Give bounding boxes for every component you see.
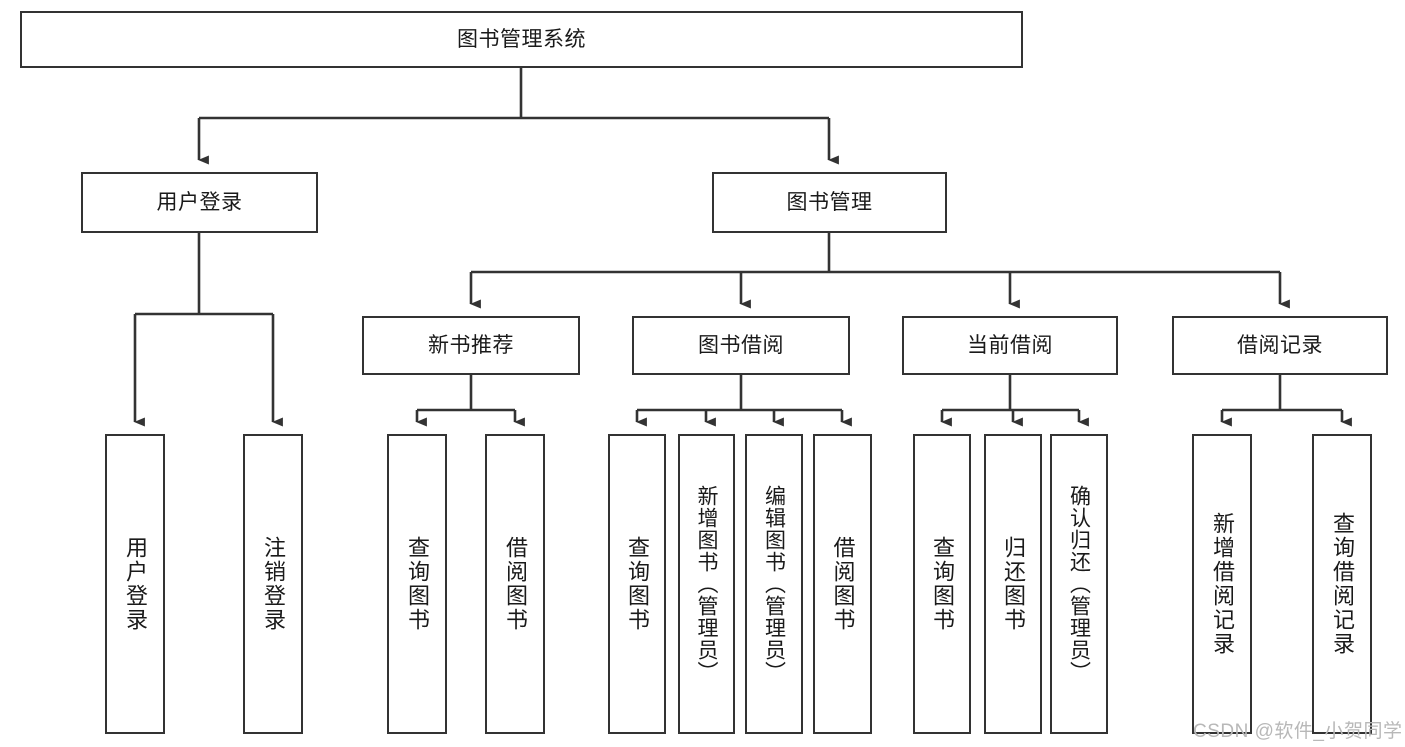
leaf-add-book[interactable]: 新增图书（管理员） [678,434,735,734]
csdn-watermark: CSDN @软件_小贺同学 [1193,721,1403,742]
node-root[interactable]: 图书管理系统 [20,11,1023,68]
leaf-return-book-label: 归还图书 [1001,536,1026,632]
node-borrow-record-label: 借阅记录 [1237,333,1323,357]
leaf-query-borrow-record[interactable]: 查询借阅记录 [1312,434,1372,734]
node-user-login-label: 用户登录 [156,190,243,214]
leaf-borrow-book-2[interactable]: 借阅图书 [813,434,872,734]
leaf-add-borrow-record-label: 新增借阅记录 [1210,512,1235,656]
node-book-manage[interactable]: 图书管理 [712,172,947,233]
leaf-query-book-1[interactable]: 查询图书 [387,434,447,734]
leaf-edit-book[interactable]: 编辑图书（管理员） [745,434,803,734]
node-book-manage-label: 图书管理 [786,190,873,214]
leaf-query-book-3-label: 查询图书 [930,536,955,632]
leaf-confirm-return[interactable]: 确认归还（管理员） [1050,434,1108,734]
node-borrow-record[interactable]: 借阅记录 [1172,316,1388,375]
leaf-logout[interactable]: 注销登录 [243,434,303,734]
leaf-user-login-label: 用户登录 [123,536,148,632]
leaf-user-login[interactable]: 用户登录 [105,434,165,734]
node-new-book-recommend-label: 新书推荐 [428,333,514,357]
node-root-label: 图书管理系统 [457,27,586,51]
leaf-add-book-label: 新增图书（管理员） [695,485,718,683]
node-current-borrow-label: 当前借阅 [967,333,1053,357]
leaf-borrow-book-2-label: 借阅图书 [830,536,856,632]
leaf-query-book-2[interactable]: 查询图书 [608,434,666,734]
leaf-query-book-1-label: 查询图书 [405,536,430,632]
node-book-borrow-label: 图书借阅 [698,333,784,357]
leaf-confirm-return-label: 确认归还（管理员） [1067,485,1091,683]
leaf-edit-book-label: 编辑图书（管理员） [762,485,786,683]
leaf-return-book[interactable]: 归还图书 [984,434,1042,734]
node-book-borrow[interactable]: 图书借阅 [632,316,850,375]
node-current-borrow[interactable]: 当前借阅 [902,316,1118,375]
leaf-query-borrow-record-label: 查询借阅记录 [1330,512,1355,656]
leaf-add-borrow-record[interactable]: 新增借阅记录 [1192,434,1252,734]
leaf-query-book-2-label: 查询图书 [625,536,650,632]
node-new-book-recommend[interactable]: 新书推荐 [362,316,580,375]
node-user-login[interactable]: 用户登录 [81,172,318,233]
leaf-borrow-book-1-label: 借阅图书 [503,536,528,632]
leaf-query-book-3[interactable]: 查询图书 [913,434,971,734]
leaf-logout-label: 注销登录 [261,536,286,632]
leaf-borrow-book-1[interactable]: 借阅图书 [485,434,545,734]
